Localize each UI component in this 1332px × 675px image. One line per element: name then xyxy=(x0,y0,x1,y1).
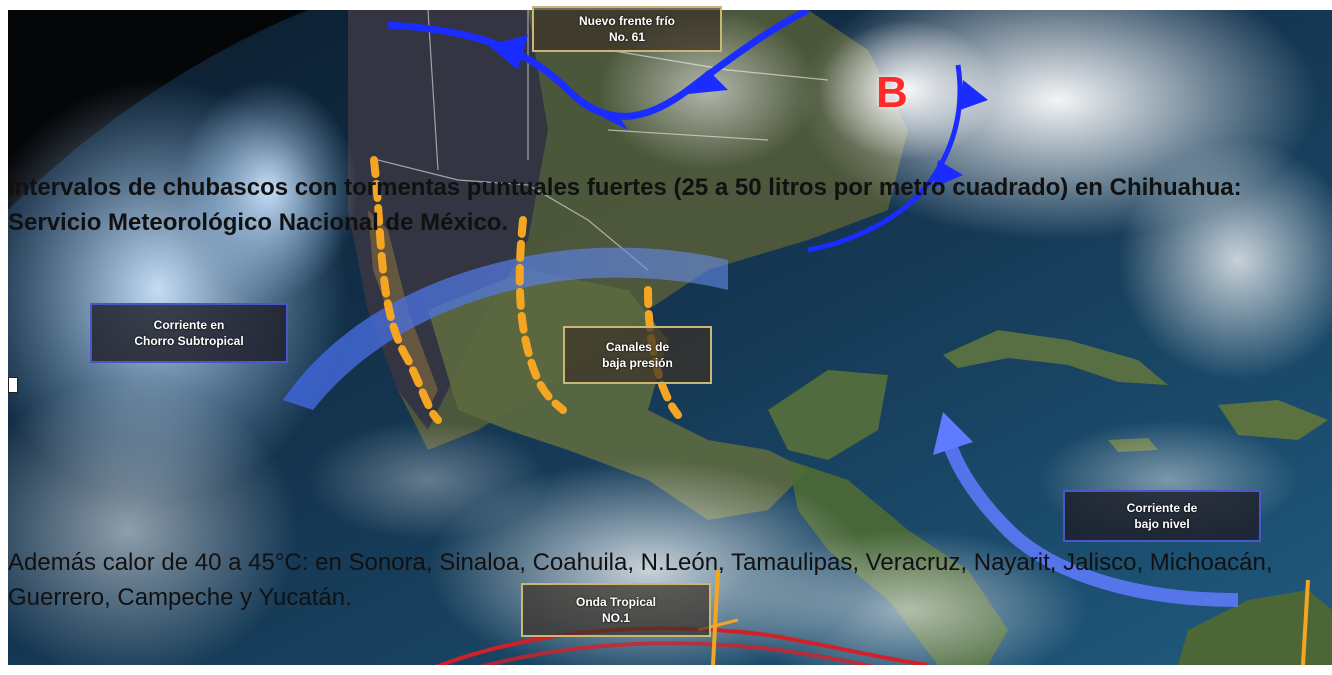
label-tropical-wave: Onda Tropical NO.1 xyxy=(521,583,711,637)
country-borders xyxy=(377,10,829,271)
yucatan xyxy=(768,370,888,460)
cloud-cover xyxy=(8,10,1332,665)
label-low-level-current: Corriente de bajo nivel xyxy=(1063,490,1261,542)
tropical-wave xyxy=(435,569,1310,665)
subtropical-jet-arrow xyxy=(283,247,728,410)
missing-glyph-box xyxy=(8,377,18,393)
headline-text: Intervalos de chubascos con tormentas pu… xyxy=(8,174,1242,236)
satellite-weather-map xyxy=(8,10,1332,665)
label-subtropical-jet: Corriente en Chorro Subtropical xyxy=(90,303,288,363)
cold-front xyxy=(387,10,988,253)
low-level-current-arrow xyxy=(933,412,1239,607)
subline-text: Además calor de 40 a 45°C: en Sonora, Si… xyxy=(8,549,1273,611)
south-america xyxy=(1178,590,1332,665)
label-cold-front: Nuevo frente frío No. 61 xyxy=(532,6,722,52)
space-corner xyxy=(8,10,308,210)
label-low-pressure-troughs: Canales de baja presión xyxy=(563,326,712,384)
low-pressure-marker: B xyxy=(876,68,908,117)
cuba xyxy=(943,330,1168,385)
hispaniola xyxy=(1218,400,1328,440)
